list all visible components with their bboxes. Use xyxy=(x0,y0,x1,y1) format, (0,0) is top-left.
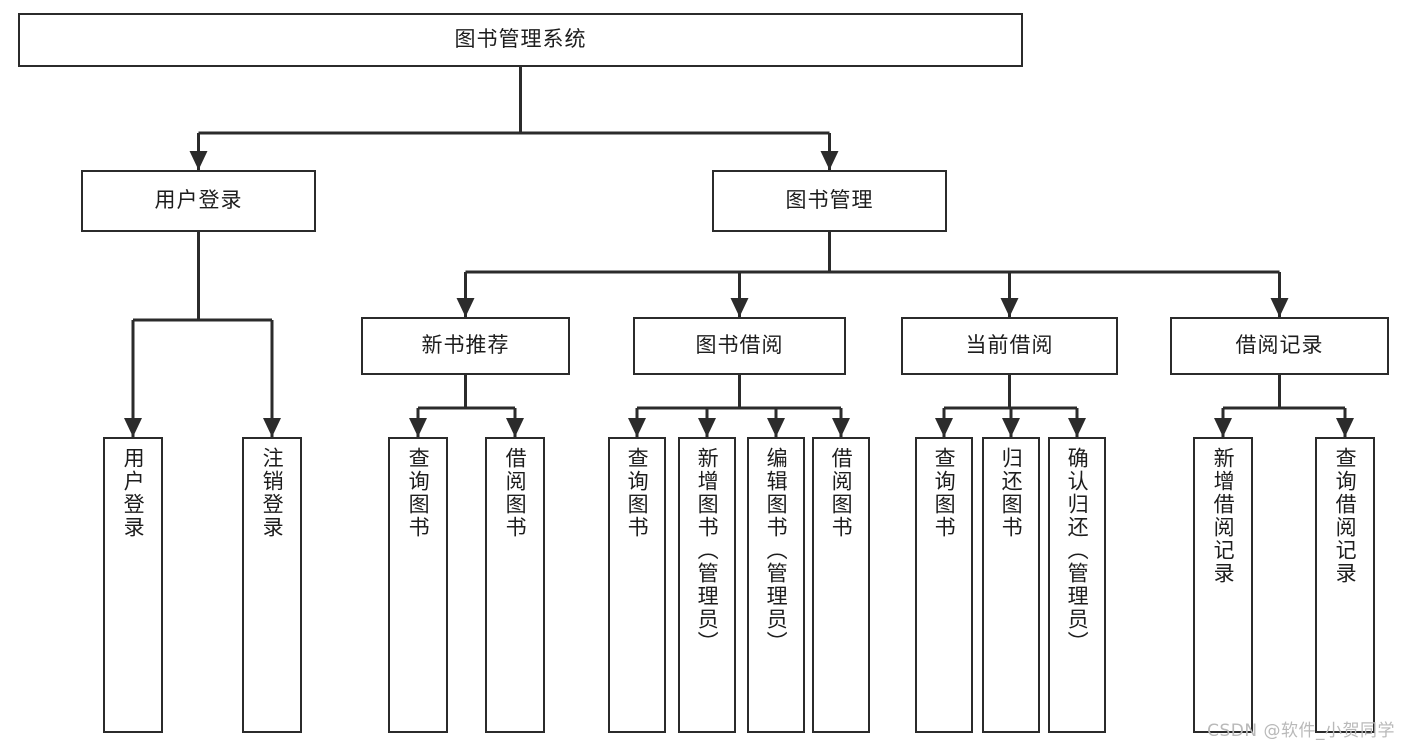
node-leaf-return-book[interactable]: 归还图书 xyxy=(982,437,1040,733)
node-label: 新书推荐 xyxy=(421,333,510,358)
node-leaf-add-record[interactable]: 新增借阅记录 xyxy=(1193,437,1253,733)
arrowhead-icon xyxy=(1336,418,1354,437)
node-label: 借阅记录 xyxy=(1235,333,1324,358)
node-new-book-rec[interactable]: 新书推荐 xyxy=(361,317,570,375)
node-leaf-query-record[interactable]: 查询借阅记录 xyxy=(1315,437,1375,733)
node-book-manage[interactable]: 图书管理 xyxy=(712,170,947,232)
node-label: 图书管理系统 xyxy=(454,27,587,52)
arrowhead-icon xyxy=(1214,418,1232,437)
node-leaf-user-login[interactable]: 用户登录 xyxy=(103,437,163,733)
node-label: 借阅图书 xyxy=(503,447,528,539)
arrowhead-icon xyxy=(124,418,142,437)
node-leaf-user-logout[interactable]: 注销登录 xyxy=(242,437,302,733)
arrowhead-icon xyxy=(832,418,850,437)
node-leaf-query-book-3[interactable]: 查询图书 xyxy=(915,437,973,733)
arrowhead-icon xyxy=(1068,418,1086,437)
node-label: 当前借阅 xyxy=(965,333,1054,358)
node-leaf-edit-book[interactable]: 编辑图书（管理员） xyxy=(747,437,805,733)
node-label: 查询图书 xyxy=(406,447,431,539)
arrowhead-icon xyxy=(767,418,785,437)
node-book-borrow[interactable]: 图书借阅 xyxy=(633,317,846,375)
node-current-borrow[interactable]: 当前借阅 xyxy=(901,317,1118,375)
node-label: 用户登录 xyxy=(121,447,146,539)
arrowhead-icon xyxy=(1002,418,1020,437)
node-borrow-record[interactable]: 借阅记录 xyxy=(1170,317,1389,375)
node-label: 查询图书 xyxy=(625,447,650,539)
node-user-login[interactable]: 用户登录 xyxy=(81,170,316,232)
node-label: 确认归还（管理员） xyxy=(1065,447,1090,654)
node-leaf-borrow-book-2[interactable]: 借阅图书 xyxy=(812,437,870,733)
node-leaf-query-book-1[interactable]: 查询图书 xyxy=(388,437,448,733)
arrowhead-icon xyxy=(456,298,475,317)
arrowhead-icon xyxy=(1270,298,1289,317)
arrowhead-icon xyxy=(1000,298,1019,317)
node-label: 编辑图书（管理员） xyxy=(764,447,789,654)
node-leaf-add-book[interactable]: 新增图书（管理员） xyxy=(678,437,736,733)
node-label: 新增借阅记录 xyxy=(1211,447,1236,585)
node-label: 归还图书 xyxy=(999,447,1024,539)
node-label: 新增图书（管理员） xyxy=(695,447,720,654)
node-label: 图书管理 xyxy=(785,188,874,213)
arrowhead-icon xyxy=(935,418,953,437)
node-label: 借阅图书 xyxy=(829,447,854,539)
node-leaf-borrow-book-1[interactable]: 借阅图书 xyxy=(485,437,545,733)
node-label: 用户登录 xyxy=(154,188,243,213)
arrowhead-icon xyxy=(698,418,716,437)
node-label: 查询借阅记录 xyxy=(1333,447,1358,585)
arrowhead-icon xyxy=(628,418,646,437)
node-label: 注销登录 xyxy=(260,447,285,539)
arrowhead-icon xyxy=(409,418,427,437)
arrowhead-icon xyxy=(189,151,208,170)
node-label: 查询图书 xyxy=(932,447,957,539)
node-leaf-confirm-return[interactable]: 确认归还（管理员） xyxy=(1048,437,1106,733)
node-label: 图书借阅 xyxy=(695,333,784,358)
arrowhead-icon xyxy=(506,418,524,437)
arrowhead-icon xyxy=(730,298,749,317)
arrowhead-icon xyxy=(820,151,839,170)
arrowhead-icon xyxy=(263,418,281,437)
node-root[interactable]: 图书管理系统 xyxy=(18,13,1023,67)
node-leaf-query-book-2[interactable]: 查询图书 xyxy=(608,437,666,733)
